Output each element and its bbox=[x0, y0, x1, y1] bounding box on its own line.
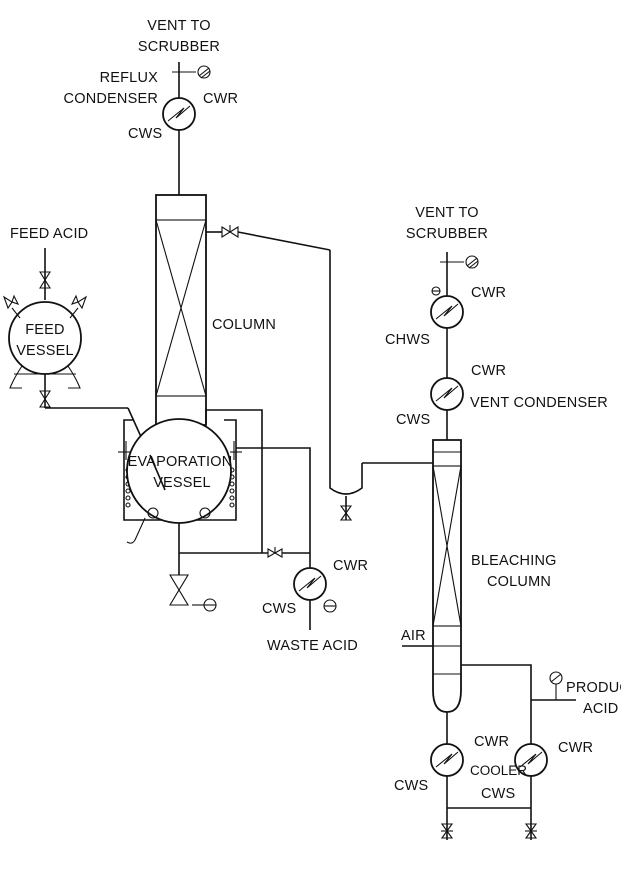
drain-valve-icon bbox=[169, 574, 189, 606]
cooler-1-icon bbox=[430, 743, 464, 777]
seal-pot-valve-icon bbox=[339, 505, 353, 521]
top-vent-line bbox=[172, 62, 196, 98]
seal-pot-line bbox=[329, 462, 433, 520]
vent-right-label-line1: VENT TO bbox=[415, 205, 478, 221]
evaporator-nozzles bbox=[147, 507, 211, 519]
evaporation-vessel bbox=[126, 418, 232, 524]
gate-valve-icon bbox=[221, 225, 239, 238]
column-overhead-line bbox=[206, 231, 331, 470]
chws-label: CHWS bbox=[385, 332, 430, 348]
vent-condenser-label: VENT CONDENSER bbox=[470, 395, 608, 411]
evaporator-vapour-line bbox=[205, 409, 311, 578]
waste-cws-label: CWS bbox=[262, 601, 296, 617]
feed-vessel-label-line1: FEED bbox=[25, 322, 64, 338]
right-vent-line bbox=[440, 252, 464, 296]
cooler1-cws-label: CWS bbox=[394, 778, 428, 794]
product-gauge-icon bbox=[549, 671, 563, 685]
feed-bottom-valve-icon bbox=[39, 390, 51, 408]
waste-acid-label: WASTE ACID bbox=[267, 638, 358, 654]
vent-condenser-cws-label: CWS bbox=[396, 412, 430, 428]
evaporation-label-line1: EVAPORATION bbox=[128, 454, 233, 470]
reflux-label-line1: REFLUX bbox=[100, 70, 159, 86]
cooler1-cwr-label: CWR bbox=[474, 734, 509, 750]
evaporator-bottom-valve-icon bbox=[267, 547, 283, 558]
reflux-cws-label: CWS bbox=[128, 126, 162, 142]
vent-condenser-cwr-label: CWR bbox=[471, 363, 506, 379]
reflux-cwr-label: CWR bbox=[203, 91, 238, 107]
evaporation-label-line2: VESSEL bbox=[153, 475, 211, 491]
relief-valve-left-icon bbox=[2, 294, 21, 319]
waste-acid-cooler-icon bbox=[293, 567, 327, 601]
product-label-line2: ACID bbox=[583, 701, 618, 717]
cooler2-cws-label: CWS bbox=[481, 786, 515, 802]
evaporator-bottom-line bbox=[178, 523, 310, 575]
drain-gauge-icon bbox=[192, 598, 217, 612]
relief-valve-right-icon bbox=[69, 294, 88, 319]
product-line bbox=[461, 664, 576, 744]
drain-hook-icon bbox=[126, 517, 146, 544]
vent-right-label-line2: SCRUBBER bbox=[406, 226, 488, 242]
chiller-cwr-label: CWR bbox=[471, 285, 506, 301]
feed-valve-icon bbox=[39, 271, 51, 289]
feed-vessel bbox=[8, 301, 82, 375]
feed-vessel-label-line2: VESSEL bbox=[16, 343, 74, 359]
feed-acid-label: FEED ACID bbox=[10, 226, 88, 242]
feed-into-evaporator-line bbox=[149, 454, 166, 491]
reflux-label-line2: CONDENSER bbox=[64, 91, 158, 107]
level-indicator-icon bbox=[431, 286, 441, 296]
bleaching-label-line2: COLUMN bbox=[487, 574, 551, 590]
vent-top-label-line2: SCRUBBER bbox=[138, 39, 220, 55]
cooler2-cwr-label: CWR bbox=[558, 740, 593, 756]
column-vessel bbox=[155, 194, 207, 426]
cooler-2-drain-valve-icon bbox=[524, 823, 538, 839]
air-label: AIR bbox=[401, 628, 426, 644]
chiller-condenser-icon bbox=[430, 295, 464, 329]
cooler-1-drain-valve-icon bbox=[440, 823, 454, 839]
vent-top-label-line1: VENT TO bbox=[147, 18, 210, 34]
product-label-line1: PRODUC bbox=[566, 680, 621, 696]
waste-gauge-icon bbox=[323, 599, 337, 613]
waste-cwr-label: CWR bbox=[333, 558, 368, 574]
reflux-condenser-icon bbox=[162, 97, 196, 131]
vent-condenser-icon bbox=[430, 377, 464, 411]
bleaching-column bbox=[432, 439, 462, 713]
cooler-label: COOLER bbox=[470, 763, 527, 778]
bleaching-label-line1: BLEACHING bbox=[471, 553, 557, 569]
column-label: COLUMN bbox=[212, 317, 276, 333]
right-vent-gauge-icon bbox=[465, 255, 479, 269]
pressure-gauge-icon bbox=[197, 65, 211, 79]
